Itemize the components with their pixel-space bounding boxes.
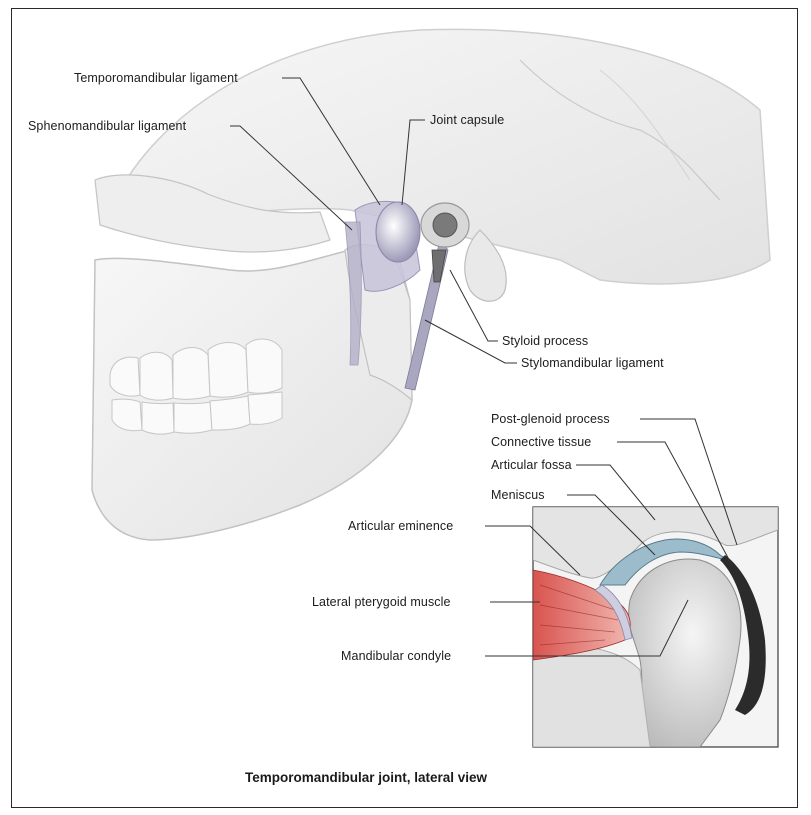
label-sphenomandibular-ligament: Sphenomandibular ligament (28, 119, 186, 133)
label-post-glenoid-process: Post-glenoid process (491, 412, 610, 426)
label-articular-eminence: Articular eminence (348, 519, 453, 533)
label-mandibular-condyle: Mandibular condyle (341, 649, 451, 663)
label-temporomandibular-ligament: Temporomandibular ligament (74, 71, 238, 85)
label-articular-fossa: Articular fossa (491, 458, 572, 472)
joint-capsule-shape (376, 202, 420, 262)
label-styloid-process: Styloid process (502, 334, 588, 348)
label-lateral-pterygoid-muscle: Lateral pterygoid muscle (312, 595, 451, 609)
inset-detail (533, 507, 778, 747)
label-joint-capsule: Joint capsule (430, 113, 504, 127)
label-meniscus: Meniscus (491, 488, 545, 502)
figure-caption: Temporomandibular joint, lateral view (245, 770, 487, 785)
label-connective-tissue: Connective tissue (491, 435, 591, 449)
label-stylomandibular-ligament: Stylomandibular ligament (521, 356, 664, 370)
